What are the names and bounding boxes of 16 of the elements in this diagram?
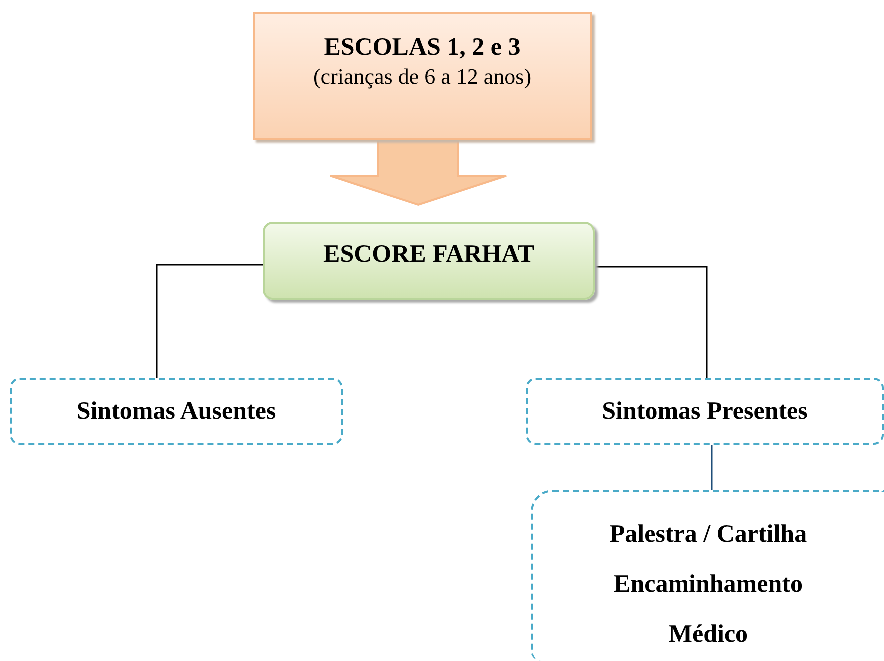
process-box (263, 222, 595, 300)
callout-box (253, 12, 592, 140)
connector-line (595, 266, 708, 378)
block-arrow (330, 137, 508, 206)
dashed-box (10, 378, 343, 445)
connector-line (156, 264, 263, 378)
connector-line (711, 445, 713, 490)
node-text: ESCORE FARHAT (324, 240, 534, 270)
dashed-box (526, 378, 884, 445)
node-text: Sintomas Ausentes (76, 396, 276, 427)
node-text: (crianças de 6 a 12 anos) (313, 63, 532, 91)
node-text: ESCOLAS 1, 2 e 3 (324, 33, 521, 63)
dashed-box (531, 490, 884, 661)
node-text: Sintomas Presentes (602, 396, 808, 427)
node-text: Palestra / Cartilha (608, 520, 808, 550)
node-text: Encaminhamento Médico (613, 570, 804, 650)
